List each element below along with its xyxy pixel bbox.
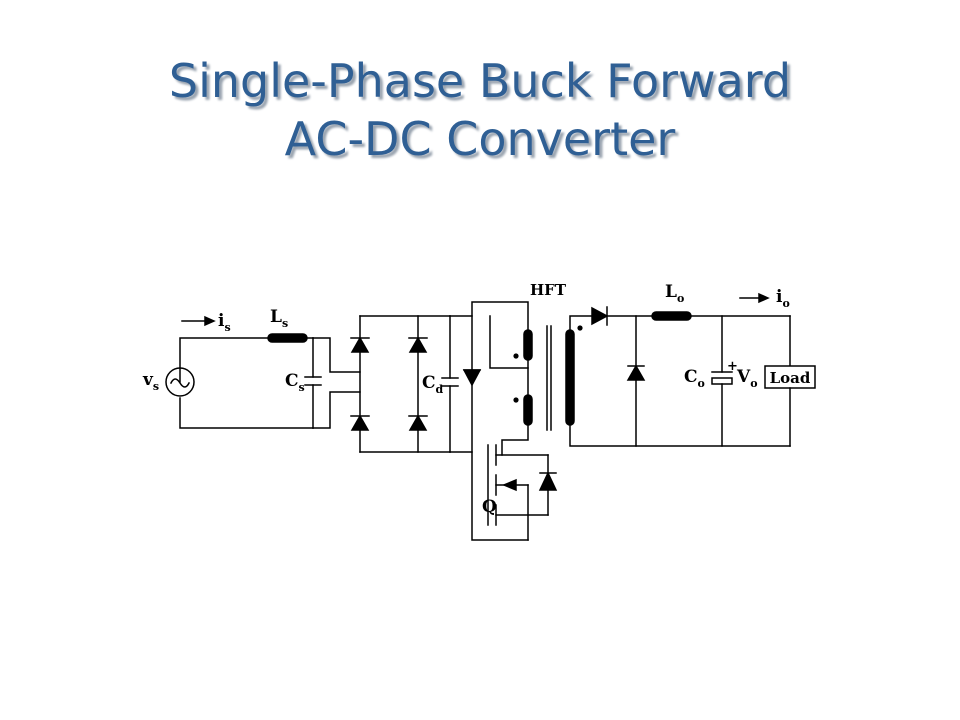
capacitor-cs-icon (304, 337, 322, 429)
label-vo: Vo (736, 367, 758, 390)
label-hft: HFT (530, 281, 567, 299)
current-arrow-io-icon (739, 292, 770, 304)
polarity-dot-2-icon (513, 397, 519, 403)
transformer-core-icon (546, 325, 552, 431)
capacitor-co-icon (711, 315, 733, 447)
label-cs: Cs (285, 371, 305, 394)
mosfet-q-icon (487, 444, 558, 541)
inductor-ls-icon (267, 333, 308, 343)
polarity-dot-3-icon (577, 325, 583, 331)
title-line-1: Single-Phase Buck Forward (168, 54, 792, 108)
label-load: Load (770, 369, 811, 387)
reset-diode-icon (462, 315, 482, 453)
slide-title: Single-Phase Buck Forward AC-DC Converte… (0, 52, 960, 168)
inductor-lo-icon (651, 311, 692, 321)
label-co: Co (684, 367, 705, 390)
label-is: is (218, 311, 231, 334)
freewheel-diode-icon (626, 315, 646, 447)
label-vo-plus: + (727, 359, 738, 374)
polarity-dot-1-icon (513, 353, 519, 359)
diode-d1-icon (350, 336, 370, 353)
output-diode-icon (591, 306, 609, 326)
ac-source-icon (165, 367, 195, 397)
diode-d3-icon (350, 414, 370, 431)
diode-d2-icon (408, 336, 428, 353)
label-cd: Cd (422, 373, 444, 396)
title-line-2: AC-DC Converter (284, 112, 676, 166)
label-io: io (776, 287, 790, 310)
primary-winding-lower-icon (523, 394, 533, 426)
label-vs: vs (142, 370, 159, 393)
primary-winding-upper-icon (523, 329, 533, 361)
label-ls: Ls (270, 307, 288, 330)
capacitor-cd-icon (441, 315, 459, 453)
diode-d4-icon (408, 414, 428, 431)
current-arrow-is-icon (181, 315, 216, 327)
label-lo: Lo (665, 282, 684, 305)
secondary-winding-icon (565, 329, 575, 426)
label-q: Q (482, 497, 497, 517)
